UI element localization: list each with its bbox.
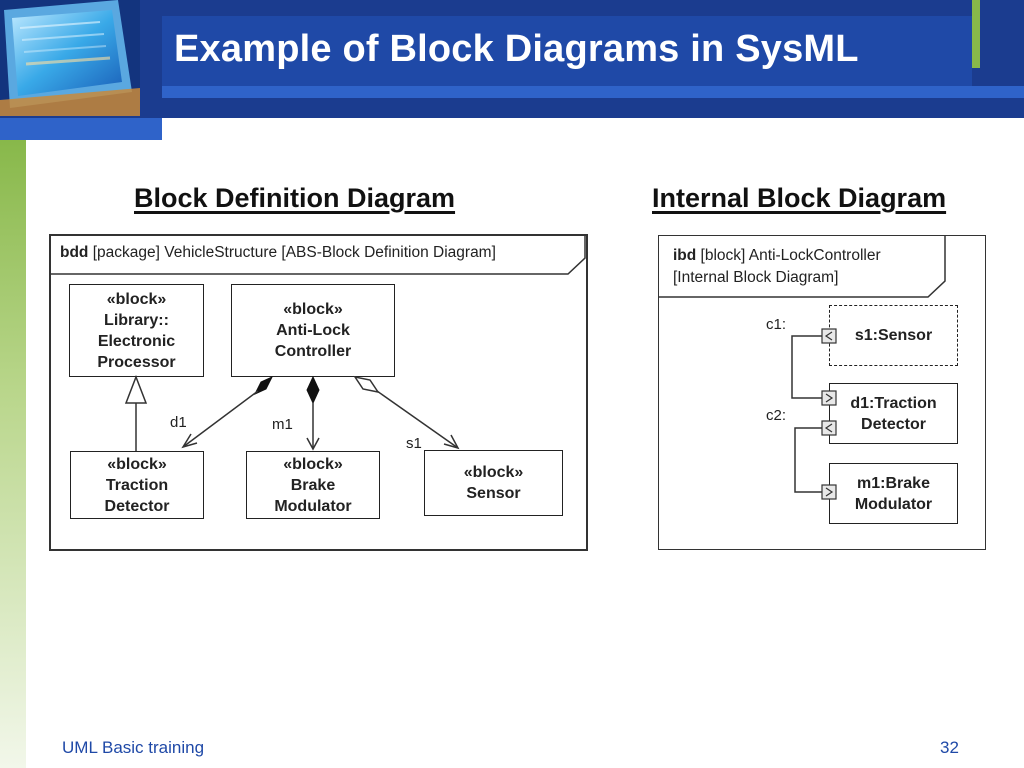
block-stereotype: «block» <box>463 464 524 481</box>
block-name-line: Detector <box>104 497 170 515</box>
slide-title: Example of Block Diagrams in SysML <box>174 28 859 70</box>
port-d1-in <box>821 390 837 406</box>
connector-label-c1: c1: <box>766 316 787 333</box>
part-name-line: s1:Sensor <box>854 327 933 344</box>
monitor-logo-image <box>0 0 140 116</box>
block-name-line: Library:: <box>104 311 169 329</box>
arrowhead-s1 <box>443 434 460 450</box>
block-name-line: Modulator <box>274 497 352 515</box>
port-s1 <box>821 328 837 344</box>
part-name-line: Modulator <box>854 495 933 513</box>
title-bar <box>162 16 972 86</box>
block-anti-lock-controller[interactable]: «block» Anti-Lock Controller <box>231 284 395 377</box>
corner-accent <box>0 118 162 140</box>
connector-label-c2: c2: <box>766 407 787 424</box>
generalization-arrowhead <box>124 374 148 404</box>
arrowhead-d1 <box>181 433 198 449</box>
part-d1-traction-detector[interactable]: d1:Traction Detector <box>829 383 958 444</box>
block-brake-modulator[interactable]: «block» Brake Modulator <box>246 451 380 519</box>
bdd-heading: Block Definition Diagram <box>134 183 456 213</box>
block-name-line: Traction <box>105 476 169 494</box>
port-d1-out <box>821 420 837 436</box>
part-s1-sensor[interactable]: s1:Sensor <box>829 305 958 366</box>
ibd-heading: Internal Block Diagram <box>652 183 947 213</box>
role-label-d1: d1 <box>170 414 187 431</box>
block-name-line: Controller <box>274 343 352 360</box>
role-label-s1: s1 <box>406 435 422 452</box>
part-name-line: d1:Traction <box>850 394 937 412</box>
block-name-line: Electronic <box>97 332 176 350</box>
block-name-line: Sensor <box>466 485 521 502</box>
block-name-line: Processor <box>97 353 176 371</box>
bdd-frame-label: bdd [package] VehicleStructure [ABS-Bloc… <box>60 242 496 264</box>
footer-course-name: UML Basic training <box>62 738 205 757</box>
aggregation-line-s1 <box>376 390 459 449</box>
left-green-strip <box>0 140 26 768</box>
block-stereotype: «block» <box>283 301 343 318</box>
block-traction-detector[interactable]: «block» Traction Detector <box>70 451 204 519</box>
bdd-frame-kind: bdd <box>60 244 89 261</box>
title-bar-accent <box>162 86 1024 98</box>
composition-diamond-m1 <box>306 375 320 405</box>
block-name-line: Brake <box>290 476 336 494</box>
connector-c2 <box>794 427 822 493</box>
ibd-frame-tab <box>659 236 946 298</box>
bdd-frame-tab <box>50 236 586 275</box>
part-m1-brake-modulator[interactable]: m1:Brake Modulator <box>829 463 958 524</box>
block-name-line: Anti-Lock <box>276 322 350 339</box>
connector-c1 <box>791 335 822 399</box>
aggregation-diamond-s1 <box>353 375 380 394</box>
block-library-electronic-processor[interactable]: «block» Library:: Electronic Processor <box>69 284 204 377</box>
block-sensor[interactable]: «block» Sensor <box>424 450 563 516</box>
ibd-frame-title: [block] Anti-LockController <box>696 247 881 264</box>
block-stereotype: «block» <box>106 290 167 308</box>
green-accent-bar <box>972 0 980 68</box>
block-stereotype: «block» <box>283 455 343 473</box>
part-name-line: m1:Brake <box>857 474 930 492</box>
ibd-frame-kind: ibd <box>673 247 697 264</box>
page-number: 32 <box>940 738 959 757</box>
composition-line-d1 <box>182 390 259 448</box>
arrowhead-m1 <box>306 437 320 451</box>
bdd-frame-title: [package] VehicleStructure [ABS-Block De… <box>88 244 496 261</box>
ibd-frame-label-line1: ibd [block] Anti-LockController <box>673 245 881 267</box>
block-stereotype: «block» <box>107 455 167 473</box>
ibd-frame-label-line2: [Internal Block Diagram] <box>673 269 839 286</box>
role-label-m1: m1 <box>272 416 293 433</box>
part-name-line: Detector <box>861 415 926 433</box>
port-m1 <box>821 484 837 500</box>
